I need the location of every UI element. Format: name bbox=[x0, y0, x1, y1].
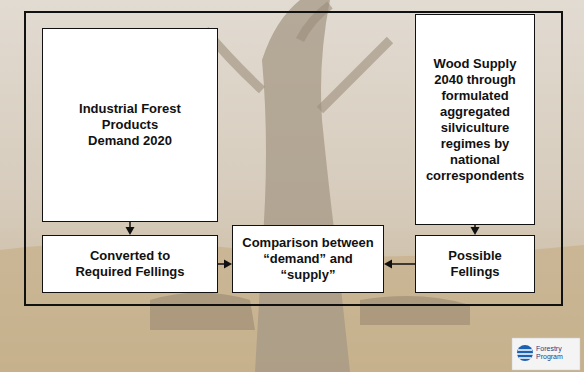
photo-trunk bbox=[255, 0, 350, 372]
flow-arrow bbox=[126, 222, 135, 235]
box-text: Possible Fellings bbox=[425, 248, 525, 280]
arrow-line bbox=[129, 222, 131, 227]
logo-panel bbox=[512, 338, 580, 370]
process-box: Possible Fellings bbox=[415, 235, 535, 293]
process-box: Converted to Required Fellings bbox=[42, 235, 218, 293]
box-text: Converted to Required Fellings bbox=[75, 248, 185, 280]
arrow-head bbox=[471, 227, 480, 235]
logo-stripes bbox=[517, 350, 533, 358]
logo-symbol bbox=[517, 345, 533, 361]
process-box: Industrial Forest Products Demand 2020 bbox=[42, 28, 218, 222]
flow-arrow bbox=[471, 225, 480, 235]
box-text: Industrial Forest Products Demand 2020 bbox=[75, 101, 185, 149]
logo-text: Forestry Program bbox=[536, 345, 576, 361]
arrow-line bbox=[218, 263, 224, 265]
flow-arrow bbox=[384, 260, 415, 269]
arrow-head bbox=[384, 260, 392, 269]
arrow-line bbox=[474, 225, 476, 227]
box-text: Wood Supply 2040 through formulated aggr… bbox=[420, 56, 530, 184]
arrow-head bbox=[126, 227, 135, 235]
arrow-line bbox=[392, 263, 415, 265]
process-box: Wood Supply 2040 through formulated aggr… bbox=[415, 14, 535, 225]
flow-arrow bbox=[218, 260, 232, 269]
photo-branches bbox=[205, 5, 390, 110]
photo-fallen-wood bbox=[150, 293, 470, 331]
box-text: Comparison between “demand” and “supply” bbox=[238, 235, 378, 283]
process-box: Comparison between “demand” and “supply” bbox=[232, 225, 384, 293]
outer-frame bbox=[25, 12, 562, 305]
arrow-head bbox=[224, 260, 232, 269]
